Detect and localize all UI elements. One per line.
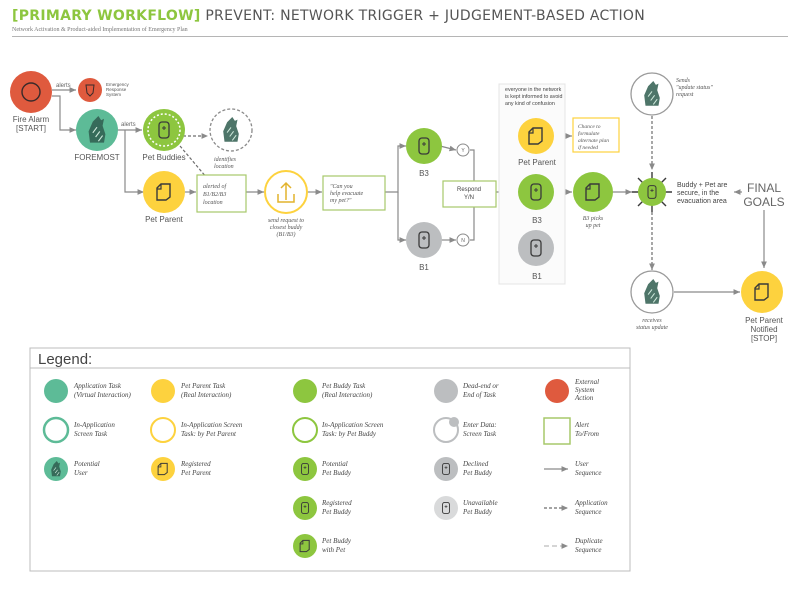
page-title: [PRIMARY WORKFLOW] PREVENT: NETWORK TRIG…: [12, 8, 645, 24]
legend-item-label: Pet Parent Task(Real Interaction): [180, 382, 232, 399]
alerts-label-2: alerts: [121, 122, 136, 128]
legend: Legend: Application Task(Virtual Interac…: [29, 347, 631, 572]
legend-external-swatch: [545, 379, 569, 403]
legend-parent-screen-swatch: [150, 417, 176, 443]
legend-buddy-screen-swatch: [292, 417, 318, 443]
svg-text:Y: Y: [461, 148, 465, 154]
workflow-title: PREVENT: NETWORK TRIGGER + JUDGEMENT-BAS…: [205, 8, 645, 24]
sends-label: Sends"update status"request: [676, 78, 713, 98]
no-marker: N: [456, 233, 470, 247]
legend-item-label: Pet Buddy Task(Real Interaction): [321, 382, 373, 399]
workflow-tag: [PRIMARY WORKFLOW]: [12, 8, 201, 24]
b3-top-label: B3: [419, 169, 429, 178]
shield-icon: [85, 84, 95, 97]
yes-marker: Y: [456, 143, 470, 157]
pet-buddies-node[interactable]: Pet Buddies: [142, 109, 186, 162]
legend-dead-end-swatch: [434, 379, 458, 403]
legend-registered-parent-swatch: [151, 457, 175, 481]
b1-node[interactable]: B1: [406, 222, 442, 272]
title-divider: [12, 36, 788, 37]
pet-buddies-label: Pet Buddies: [142, 153, 185, 162]
pet-parent-2-label: Pet Parent: [518, 158, 557, 167]
potential-user-node[interactable]: [209, 108, 253, 152]
legend-screen-task-swatch: [42, 416, 70, 444]
alerts-label-1: alerts: [56, 83, 71, 89]
legend-buddy-task-swatch: [293, 379, 317, 403]
upload-icon: [277, 181, 295, 203]
pet-parent-node[interactable]: Pet Parent: [143, 171, 185, 224]
legend-item-label: Application Task(Virtual Interaction): [73, 382, 131, 399]
pet-parent-2-node[interactable]: Pet Parent: [518, 118, 557, 167]
pet-parent-label: Pet Parent: [145, 215, 184, 224]
b1-right-node[interactable]: B1: [518, 230, 554, 281]
b3-mid-node[interactable]: B3: [518, 174, 554, 225]
sends-node[interactable]: [630, 72, 674, 116]
legend-title: Legend:: [38, 351, 92, 368]
plus-icon: [449, 417, 459, 427]
legend-buddy-with-pet-swatch: [293, 534, 317, 558]
secure-node[interactable]: [632, 172, 672, 212]
svg-text:N: N: [461, 238, 465, 244]
connector-lines: [52, 87, 767, 295]
foremost-label: FOREMOST: [74, 153, 119, 162]
foremost-node[interactable]: FOREMOST: [74, 109, 120, 162]
b1-label: B1: [419, 263, 429, 272]
legend-app-task-swatch: [44, 379, 68, 403]
legend-alert-swatch: [543, 417, 571, 445]
alarm-bell-icon: [21, 82, 41, 102]
page-subtitle: Network Activation & Product-aided Imple…: [12, 27, 188, 33]
b3-mid-label: B3: [532, 216, 542, 225]
legend-parent-task-swatch: [151, 379, 175, 403]
fire-alarm-label: Fire Alarm[START]: [13, 115, 50, 133]
b3-top-node[interactable]: B3: [406, 128, 442, 178]
fire-alarm-node[interactable]: Fire Alarm[START]: [10, 71, 52, 133]
b1-right-label: B1: [532, 272, 542, 281]
legend-item-label: Enter Data:Screen Task: [462, 421, 497, 438]
